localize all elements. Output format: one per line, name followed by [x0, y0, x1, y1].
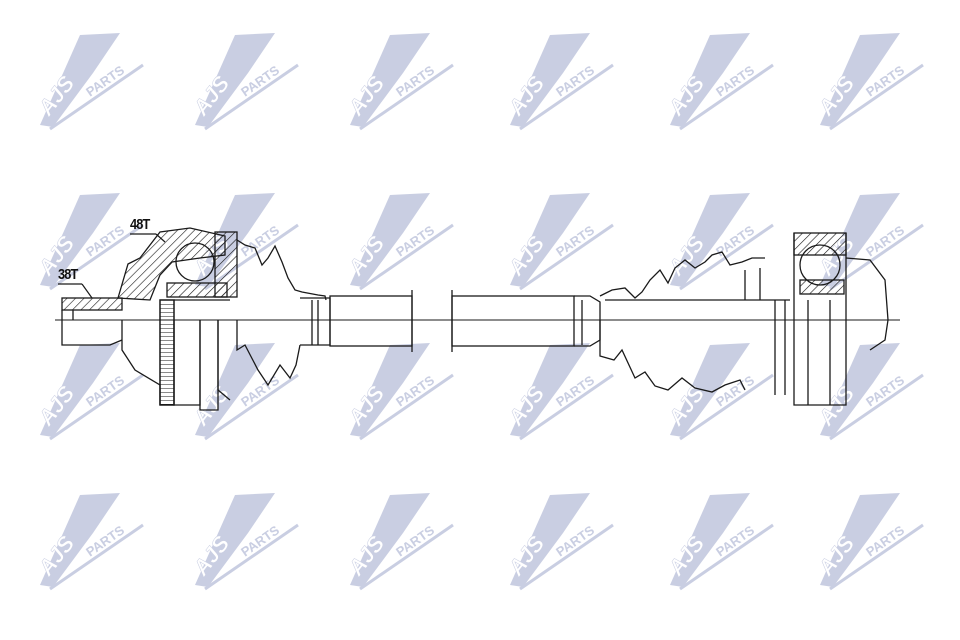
outer-spline-stub — [61, 297, 123, 346]
inner-boot — [599, 251, 765, 299]
outer-spline-label: 38T — [58, 266, 78, 283]
abs-ring — [159, 299, 175, 406]
inner-cv-outer-race — [793, 232, 847, 256]
shaft-right — [451, 295, 575, 347]
abs-ring-label: 48T — [130, 216, 150, 233]
shaft-left — [329, 295, 413, 347]
outer-boot — [236, 239, 327, 301]
inner-cv-ball — [799, 244, 841, 286]
outer-cv-ball — [175, 242, 215, 282]
